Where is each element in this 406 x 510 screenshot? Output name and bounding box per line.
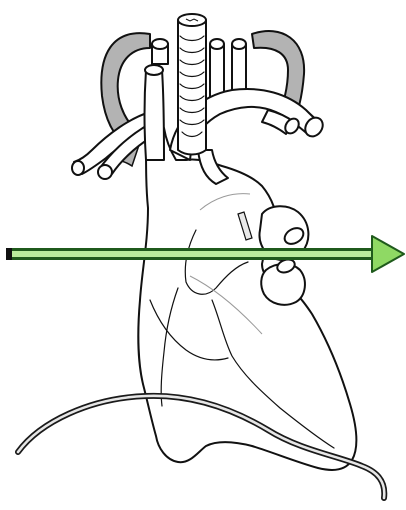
svc-column: [145, 70, 165, 160]
trachea-with-rings: [178, 14, 206, 155]
arrow-head: [372, 236, 404, 272]
arrow-tail-cap: [6, 248, 12, 260]
left-top-vessel-cap: [152, 39, 168, 49]
right-pulmonary-cap: [232, 39, 246, 49]
right-top-vessel-cap: [210, 39, 224, 49]
left-stump-2: [98, 165, 112, 179]
svc-top: [145, 65, 163, 75]
arrow-shaft-highlight: [10, 251, 376, 257]
left-stump-1: [72, 161, 84, 175]
